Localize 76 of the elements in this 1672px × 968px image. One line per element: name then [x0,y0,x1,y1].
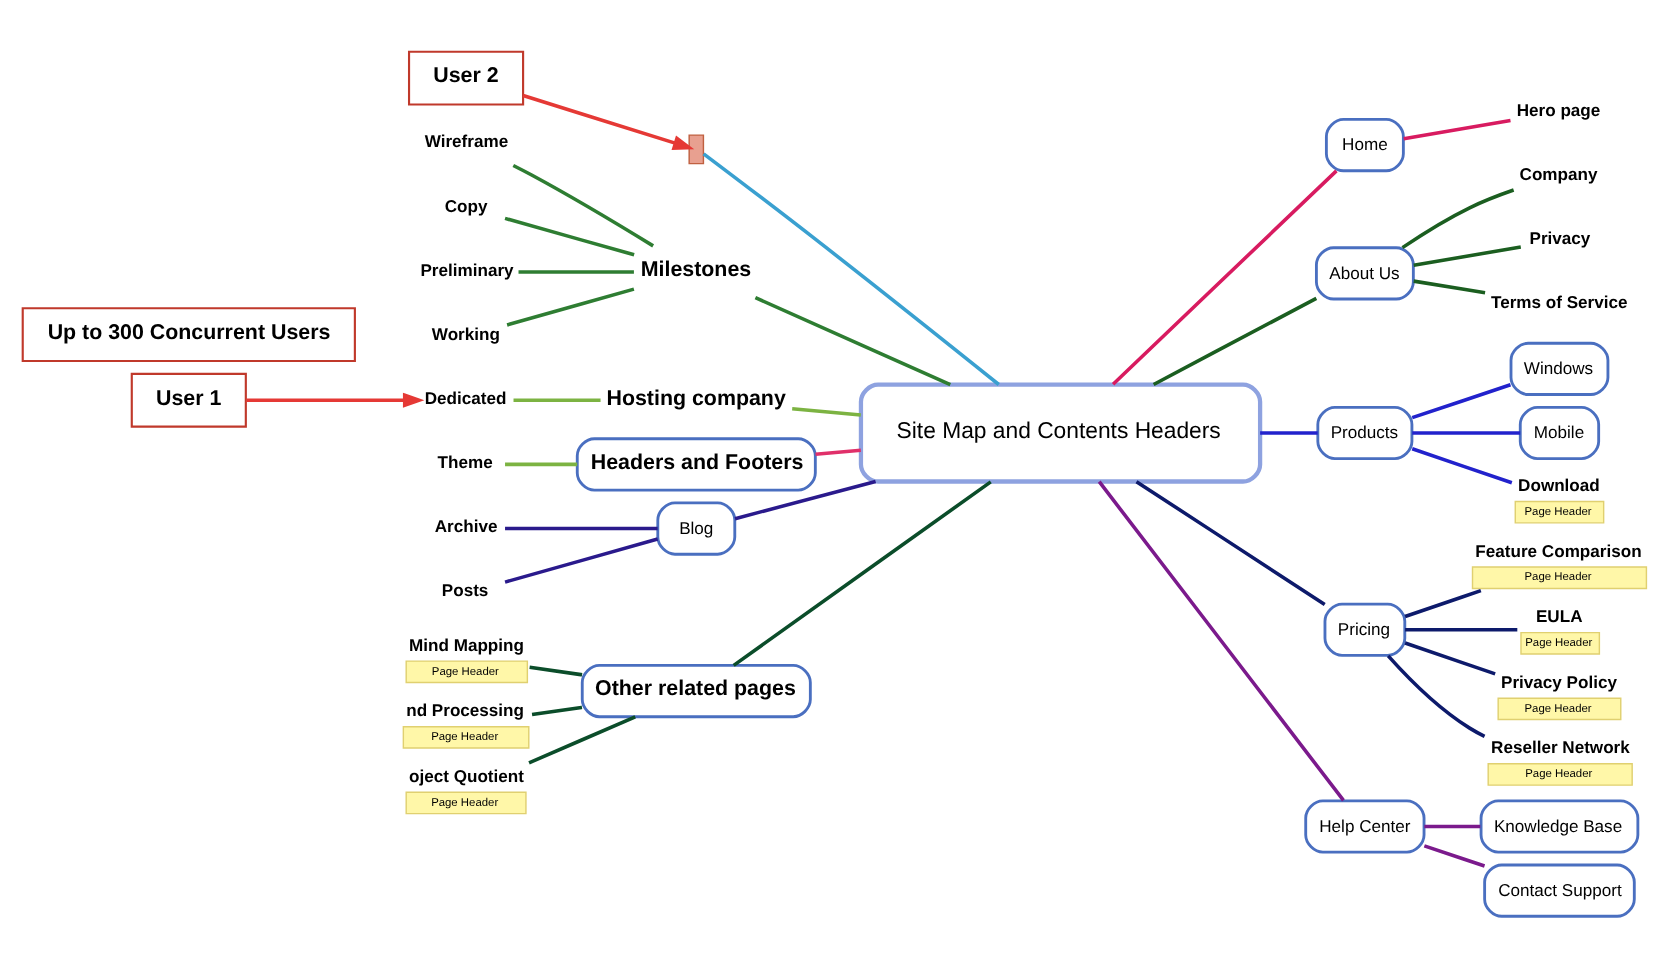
node-label: Download [1518,474,1600,495]
node-label: nd Processing [406,700,525,721]
node-box: Contact Support [1483,863,1636,918]
node-label: oject Quotient [409,765,524,786]
connector [1412,431,1521,435]
connector [1260,431,1318,435]
node-label: Reseller Network [1491,737,1630,758]
node-box: Help Center [1304,799,1426,854]
connector [505,462,578,467]
node-text: Terms of Service [1491,292,1628,313]
node-box: Mobile [1518,405,1601,461]
connector [1404,588,1482,619]
node-label: Mind Mapping [409,634,524,655]
node-text: Theme [437,452,493,473]
node-box: User 2 [408,50,525,106]
node-label: Feature Comparison [1475,540,1642,561]
node-box: Headers and Footers [575,437,817,492]
connector [513,398,601,403]
connector [1135,480,1326,606]
connector [1405,628,1518,632]
connector [512,163,655,248]
connector [1403,118,1511,141]
connector [505,526,658,531]
node-text: Wireframe [424,131,509,152]
arrow [522,93,695,150]
node-text: Dedicated [424,387,507,408]
connector [1404,641,1496,676]
connector [1411,447,1513,485]
node-box: Up to 300 Concurrent Users [21,307,356,363]
node-box: About Us [1315,246,1415,301]
node-box [688,134,705,165]
connector [702,152,1000,386]
node-box: Products [1316,405,1414,461]
node-text: Working [431,323,500,344]
node-text: Preliminary [420,259,514,280]
node-box: Pricing [1323,602,1407,657]
connector [754,296,951,387]
node-label: Privacy Policy [1501,671,1617,692]
connector [1424,824,1481,829]
connector [734,479,877,521]
node-text: Privacy [1529,228,1591,249]
connector [504,216,635,257]
connector [504,537,659,584]
node-box: Other related pages [580,663,812,719]
connector [1386,654,1486,738]
node-text: Hero page [1516,99,1601,120]
connector [1423,844,1486,868]
node-text: Hosting company [606,386,786,411]
arrow [246,392,425,408]
connector [1152,296,1318,387]
node-box: Blog [656,501,737,556]
node-box: Site Map and Contents Headers [858,382,1263,484]
connector [1413,245,1522,267]
node-label: EULA [1535,606,1583,627]
node-box: User 1 [130,372,247,428]
connector [506,287,635,327]
connector [528,715,636,765]
connector [732,480,992,667]
connector [518,270,634,274]
connector [1097,480,1345,802]
node-text: Milestones [640,258,752,283]
node-text: Archive [434,516,498,537]
node-box: Home [1324,118,1405,173]
node-text: Copy [444,195,488,216]
connector [529,665,583,677]
connector [1111,169,1338,386]
connector [1413,279,1486,295]
node-box: Knowledge Base [1479,799,1640,854]
node-text: Company [1519,164,1598,185]
node-box: Windows [1509,341,1610,396]
connector [531,705,583,717]
node-text: Posts [441,580,489,601]
connector [1411,383,1512,420]
connector [815,448,861,456]
connector [1401,188,1515,250]
connector [792,407,861,417]
